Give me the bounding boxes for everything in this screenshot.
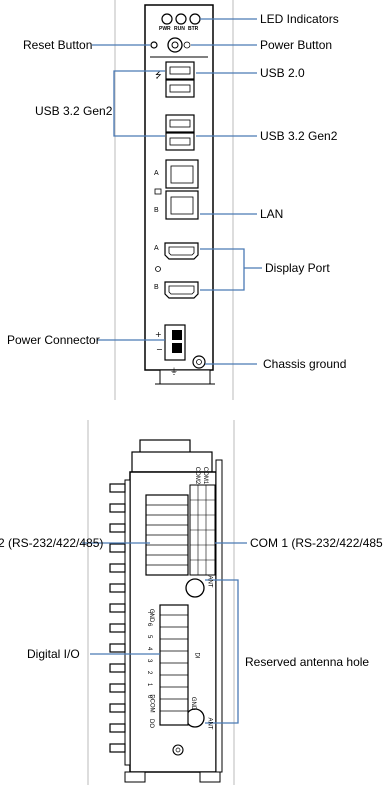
- led-indicators-label: LED Indicators: [260, 12, 339, 26]
- digital-io-label: Digital I/O: [27, 647, 80, 661]
- dp-b-letter: B: [154, 284, 159, 291]
- dio-terminal-block: [159, 604, 189, 726]
- svg-text:−: −: [156, 345, 163, 354]
- gnd-bottom-label: GND: [190, 696, 197, 711]
- led-run-label: RUN: [174, 26, 185, 32]
- ant-top-label: ANT: [206, 575, 213, 588]
- mounting-tab: [159, 369, 211, 385]
- usb32-left-label: USB 3.2 Gen2: [35, 104, 113, 118]
- pin-number: 0: [146, 695, 152, 699]
- led-btr-label: BTR: [188, 26, 199, 32]
- com-header-1: COM2: [194, 466, 201, 485]
- power-button-label: Power Button: [260, 38, 333, 52]
- antenna-hole-bottom-icon: [185, 708, 205, 728]
- dp-symbol-icon: [155, 266, 161, 272]
- bottom-device-drawing: [82, 420, 247, 785]
- chassis-ground-screw-icon: [192, 355, 206, 369]
- lan-b-letter: B: [154, 207, 159, 214]
- bottom-screw-icon: [172, 744, 184, 756]
- power-symbol-icon: [183, 41, 191, 49]
- dp-a-letter: A: [154, 245, 159, 252]
- top-device-drawing: ⭍ + − ⏚: [92, 0, 262, 400]
- led-pwr-icon: [161, 13, 173, 25]
- com1-label: COM 1 (RS-232/422/485): [250, 536, 383, 550]
- com-header-2: COM1: [202, 466, 209, 485]
- usb-symbol-icon: ⭍: [155, 71, 162, 80]
- lan-a-letter: A: [154, 170, 159, 177]
- usb2-label: USB 2.0: [260, 66, 305, 80]
- ant-bottom-label: ANT: [206, 717, 213, 730]
- reset-button-icon: [150, 41, 158, 49]
- display-port-label: Display Port: [265, 261, 330, 275]
- antenna-hole-top-icon: [185, 578, 205, 598]
- led-btr-icon: [189, 13, 201, 25]
- chassis-ground-label: Chassis ground: [263, 357, 347, 371]
- leader-dp: [200, 248, 245, 291]
- leader-usb32-left: [113, 70, 165, 137]
- reset-button-label: Reset Button: [23, 38, 93, 52]
- leader-antenna: [205, 579, 239, 724]
- led-run-icon: [175, 13, 187, 25]
- antenna-hole-label: Reserved antenna hole: [245, 655, 370, 669]
- com2-label: 2 (RS-232/422/485): [0, 536, 104, 550]
- di-label: DI: [193, 652, 200, 659]
- do-label: DO: [148, 719, 154, 728]
- svg-text:+: +: [155, 330, 162, 339]
- led-pwr-label: PWR: [159, 26, 171, 32]
- ground-symbol-icon: ⏚: [170, 367, 178, 376]
- heatsink-fins: [109, 483, 126, 753]
- lan-label: LAN: [260, 207, 284, 221]
- usb32-right-label: USB 3.2 Gen2: [260, 129, 338, 143]
- power-connector-label: Power Connector: [7, 333, 100, 347]
